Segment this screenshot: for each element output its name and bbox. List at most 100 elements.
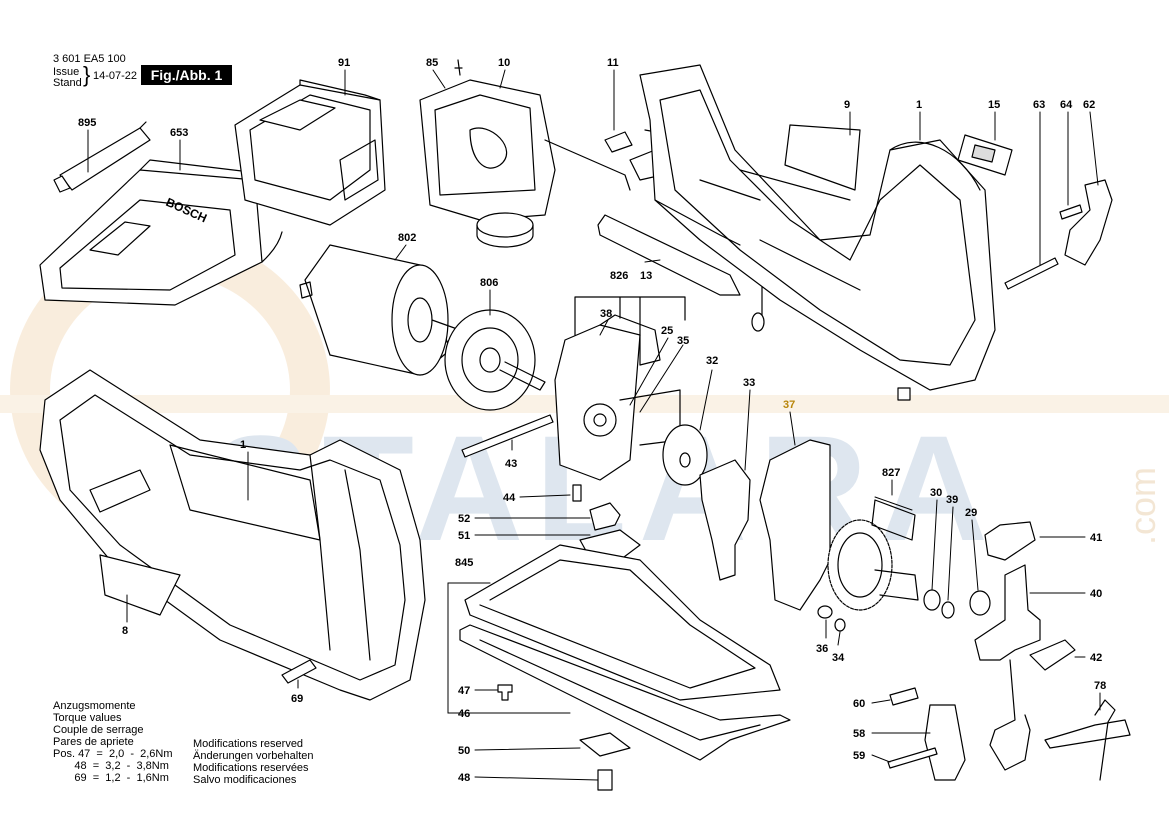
part-label-63: 63 (1033, 99, 1045, 111)
part-label-37: 37 (783, 399, 795, 411)
issue-label: Issue (53, 66, 80, 78)
part-label-8: 8 (122, 625, 128, 637)
gear-housing-shape (554, 296, 686, 481)
leader-lines (87, 69, 1101, 781)
part-label-36: 36 (816, 643, 828, 655)
torque-row-69: 69 = 1,2 - 1,6Nm (53, 772, 169, 784)
stand-label: Stand (53, 77, 82, 89)
part-label-806: 806 (480, 277, 498, 289)
part-label-34: 34 (832, 652, 845, 664)
leaf-spring-shape (1044, 699, 1131, 781)
charger-shape: BOSCH (39, 159, 283, 306)
part-label-827: 827 (882, 467, 900, 479)
modifications-fr: Modifications reservées (193, 762, 309, 774)
brace-glyph: } (83, 62, 91, 87)
part-label-52: 52 (458, 513, 470, 525)
part-label-51: 51 (458, 530, 470, 542)
torque-title-es: Pares de apriete (53, 736, 134, 748)
part-label-25: 25 (661, 325, 673, 337)
plate-60-shape (889, 687, 919, 706)
part-label-1-top: 1 (916, 99, 922, 111)
part-labels: 895 653 91 85 10 11 9 1 15 63 64 62 802 … (78, 57, 1106, 784)
part-label-91: 91 (338, 57, 350, 69)
modifications-de: Änderungen vorbehalten (193, 750, 314, 762)
modifications-es: Salvo modificaciones (193, 774, 297, 786)
type-plate-shape (957, 134, 1013, 176)
clamp-piece-shape (579, 732, 631, 757)
part-label-38: 38 (600, 308, 612, 320)
part-label-46: 46 (458, 708, 470, 720)
part-label-32: 32 (706, 355, 718, 367)
washer-32-shape (662, 424, 708, 486)
watermark-suffix: .com (1122, 467, 1163, 545)
torque-row-47: Pos. 47 = 2,0 - 2,6Nm (53, 748, 173, 760)
doc-number: 3 601 EA5 100 (53, 53, 126, 65)
part-label-653: 653 (170, 127, 188, 139)
part-label-42: 42 (1090, 652, 1102, 664)
gear-wheel-shape (827, 499, 919, 611)
screw-47-shape (497, 684, 513, 701)
housing-half-left-shape (39, 369, 426, 701)
part-label-69: 69 (291, 693, 303, 705)
motor-shape (299, 244, 461, 376)
nameplate-shape (784, 124, 861, 191)
part-label-11: 11 (607, 57, 619, 69)
part-label-64: 64 (1060, 99, 1073, 111)
lever-58-shape (924, 704, 966, 781)
switch-module-shape (419, 59, 631, 248)
figure-label: Fig./Abb. 1 (141, 65, 232, 85)
cover-plate-shape (759, 439, 831, 611)
part-label-33: 33 (743, 377, 755, 389)
pin-63-shape (1004, 257, 1059, 290)
part-label-39: 39 (946, 494, 958, 506)
roller-holder-shape (984, 521, 1036, 561)
screw-64-shape (1059, 204, 1083, 220)
pin-44-shape (572, 484, 582, 502)
part-label-85: 85 (426, 57, 438, 69)
part-label-35: 35 (677, 335, 689, 347)
part-label-15: 15 (988, 99, 1000, 111)
part-label-40: 40 (1090, 588, 1102, 600)
torque-row-48: 48 = 3,2 - 3,8Nm (53, 760, 169, 772)
part-label-59: 59 (853, 750, 865, 762)
screw-69-shape (281, 659, 317, 684)
lever-62-shape (1064, 179, 1113, 266)
part-label-826: 826 (610, 270, 628, 282)
torque-title-de: Anzugsmomente (53, 700, 136, 712)
part-label-44: 44 (503, 492, 516, 504)
part-label-50: 50 (458, 745, 470, 757)
battery-shape (234, 79, 386, 226)
spring-42-shape (1029, 639, 1076, 671)
grease-tube-shape (53, 121, 151, 193)
counter-weight-shape (699, 459, 751, 581)
part-label-13: 13 (640, 270, 652, 282)
cable-guide-shape (597, 214, 741, 296)
pin-59-shape (887, 747, 938, 769)
circlip-shape (941, 601, 955, 619)
bush-29-shape (969, 590, 991, 616)
retaining-ring-shape (834, 618, 846, 632)
lifting-rod-shape (974, 564, 1041, 771)
part-label-845: 845 (455, 557, 473, 569)
base-plate-set-shape (459, 544, 791, 761)
washer-36-shape (817, 605, 833, 619)
part-label-10: 10 (498, 57, 510, 69)
issue-date: 14-07-22 (93, 70, 138, 82)
part-label-60: 60 (853, 698, 865, 710)
part-label-802: 802 (398, 232, 416, 244)
shaft-43-shape (461, 414, 554, 458)
part-label-895: 895 (78, 117, 96, 129)
screw-48-shape (597, 769, 613, 791)
part-label-78: 78 (1094, 680, 1106, 692)
part-label-30: 30 (930, 487, 942, 499)
modifications-en: Modifications reserved (193, 738, 304, 750)
part-label-62: 62 (1083, 99, 1095, 111)
torque-title-en: Torque values (53, 712, 122, 724)
part-label-58: 58 (853, 728, 865, 740)
label-8-shape (99, 554, 181, 616)
torque-title-fr: Couple de serrage (53, 724, 144, 736)
housing-half-shape (639, 64, 996, 401)
part-label-47: 47 (458, 685, 470, 697)
